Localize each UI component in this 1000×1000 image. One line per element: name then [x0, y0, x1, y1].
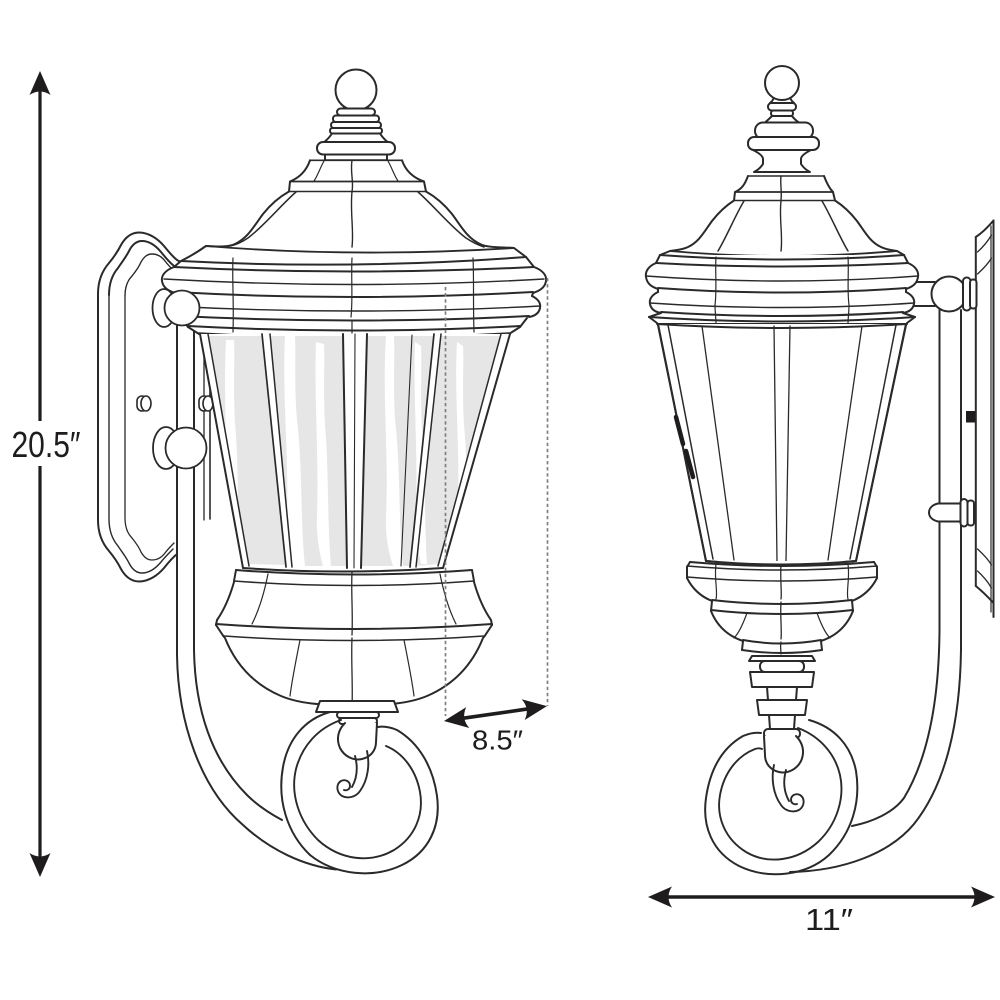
- svg-text:11″: 11″: [805, 903, 853, 937]
- svg-text:8.5″: 8.5″: [472, 725, 523, 756]
- svg-text:20.5″: 20.5″: [12, 424, 81, 465]
